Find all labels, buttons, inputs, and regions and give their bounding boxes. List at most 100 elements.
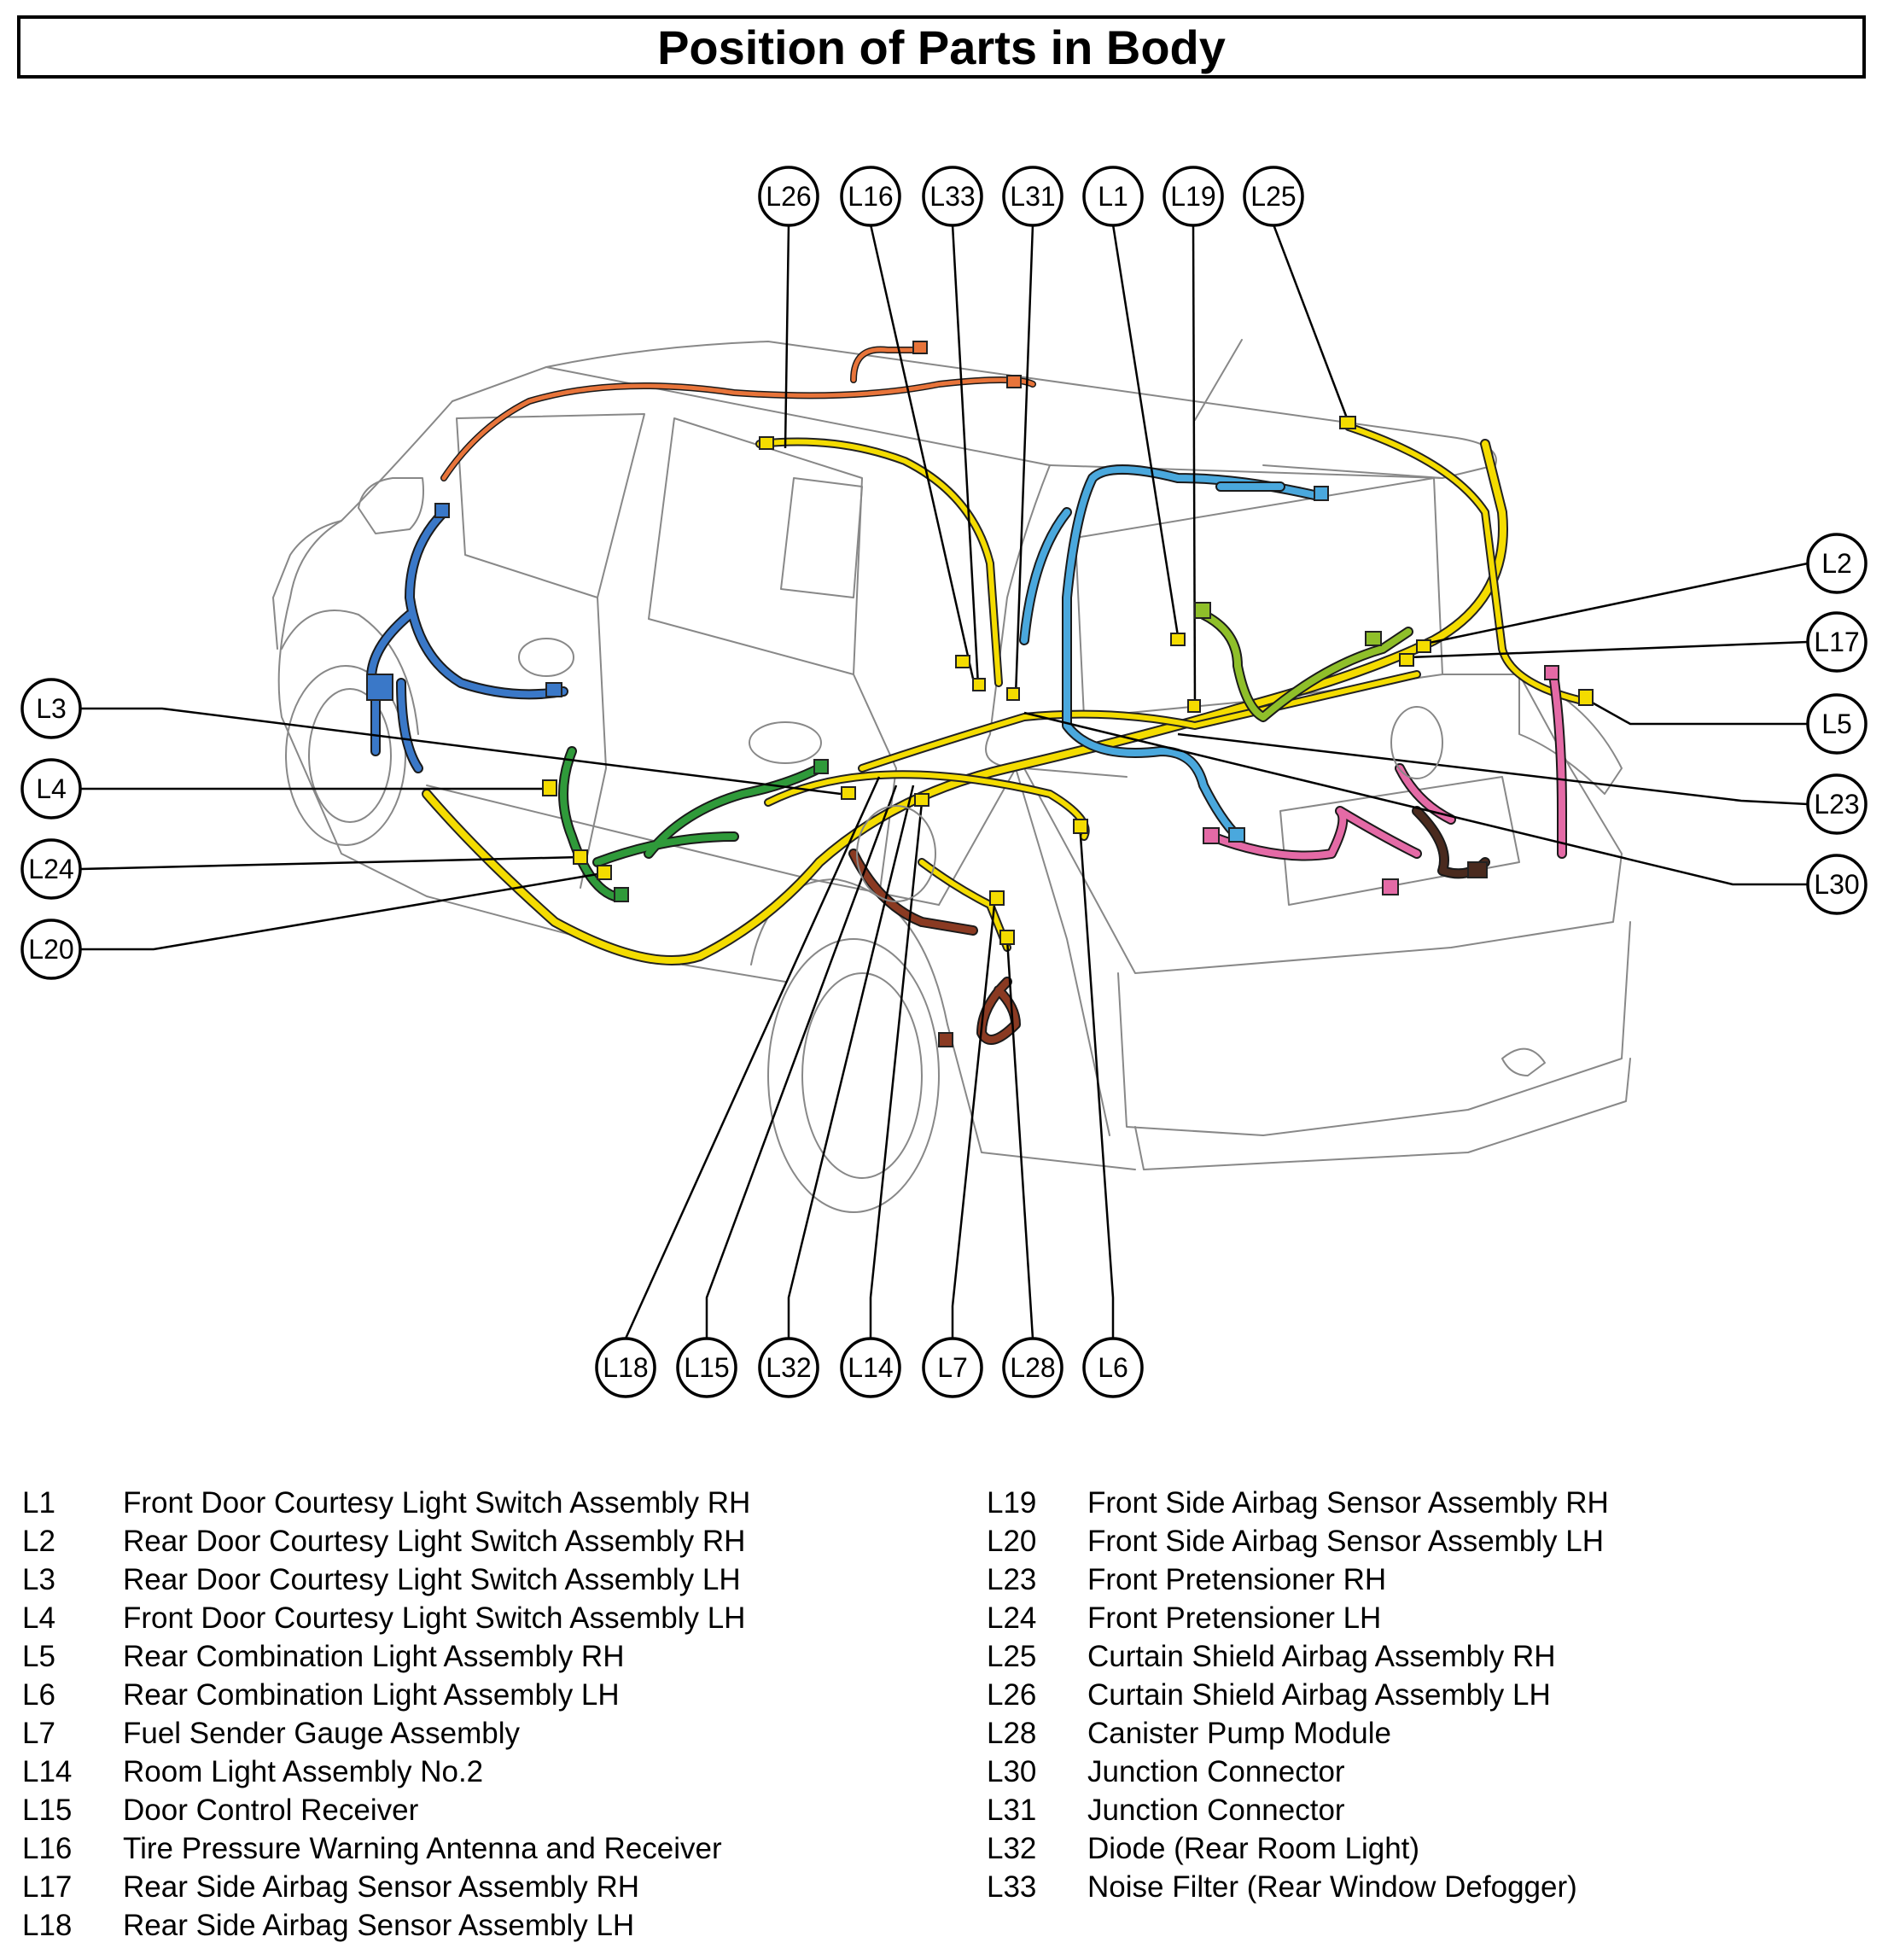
callout-circle	[1806, 773, 1868, 835]
legend-part-name: Rear Side Airbag Sensor Assembly RH	[123, 1870, 639, 1904]
connector-L28	[999, 930, 1015, 945]
legend-code: L17	[22, 1870, 73, 1904]
yellow-harness-floor	[766, 772, 1088, 950]
callout-circle	[1082, 1337, 1144, 1398]
callout-label: L24	[28, 854, 73, 884]
yellow-harness	[422, 423, 1583, 965]
yellow-harness-sill-core	[423, 440, 1506, 964]
door-handle-front	[518, 638, 574, 677]
connector-L7	[989, 890, 1005, 906]
legend-code: L19	[987, 1486, 1037, 1520]
legend-code: L30	[987, 1755, 1037, 1788]
callout-L1: L1	[1082, 166, 1144, 227]
callout-label: L15	[684, 1352, 729, 1383]
leader-L24	[79, 855, 581, 871]
callout-label: L28	[1010, 1352, 1055, 1383]
callout-L23: L23	[1806, 773, 1868, 835]
callout-label: L32	[766, 1352, 811, 1383]
leader-L7	[951, 904, 996, 1339]
callout-label: L7	[937, 1352, 968, 1383]
connector-light-blue-1	[1314, 486, 1329, 501]
legend-part-name: Canister Pump Module	[1087, 1717, 1391, 1750]
connector-L3	[841, 786, 856, 800]
legend-code: L18	[22, 1909, 73, 1942]
leader-L14	[869, 802, 924, 1339]
leader-L1	[1111, 224, 1180, 637]
legend-part-name: Rear Combination Light Assembly LH	[123, 1678, 620, 1712]
legend-part-name: Curtain Shield Airbag Assembly RH	[1087, 1640, 1556, 1673]
front-hood	[272, 520, 342, 650]
callout-circle	[1806, 854, 1868, 915]
callout-label: L31	[1010, 181, 1055, 212]
leader-L23	[1177, 732, 1809, 806]
connector-dark-brown-1	[1467, 861, 1488, 878]
legend-row: L28 Canister Pump Module	[987, 1714, 1609, 1753]
legend-code: L2	[22, 1525, 55, 1558]
rear-window-left	[648, 417, 863, 675]
callout-L15: L15	[676, 1337, 737, 1398]
callout-label: L6	[1098, 1352, 1128, 1383]
front-wheel-arch	[281, 610, 419, 735]
leader-L31	[1014, 224, 1034, 697]
legend-code: L20	[987, 1525, 1037, 1558]
callout-circle	[758, 1337, 819, 1398]
callout-circle	[1163, 166, 1224, 227]
connector-orange-2	[912, 341, 928, 354]
callout-circle	[840, 1337, 901, 1398]
legend-part-name: Rear Door Courtesy Light Switch Assembly…	[123, 1525, 746, 1558]
connector-L6	[1073, 819, 1088, 834]
callout-L30: L30	[1806, 854, 1868, 915]
callout-L31: L31	[1002, 166, 1063, 227]
callout-L17: L17	[1806, 611, 1868, 673]
leader-L32	[787, 785, 915, 1339]
light-blue-harness-outline	[1062, 464, 1320, 842]
connector-L16	[955, 655, 970, 668]
callout-circle	[922, 1337, 983, 1398]
leader-lines	[79, 224, 1809, 1339]
callout-label: L5	[1821, 709, 1852, 739]
callout-circle	[1806, 693, 1868, 755]
leader-L19	[1192, 224, 1197, 709]
legend-part-name: Diode (Rear Room Light)	[1087, 1832, 1420, 1865]
legend-row: L2 Rear Door Courtesy Light Switch Assemb…	[22, 1522, 750, 1560]
callout-label: L18	[603, 1352, 648, 1383]
connector-L26	[759, 436, 774, 450]
legend-code: L16	[22, 1832, 73, 1865]
callout-L2: L2	[1806, 533, 1868, 594]
connector-green-2	[614, 887, 629, 902]
front-wheel	[285, 665, 406, 846]
connector-pink-1	[1203, 827, 1220, 844]
leader-L18	[624, 776, 881, 1339]
legend-code: L28	[987, 1717, 1037, 1750]
connectors	[366, 341, 1594, 1047]
rear-light-detail-circle	[1390, 706, 1443, 779]
legend-part-name: Front Pretensioner RH	[1087, 1563, 1387, 1596]
legend-code: L1	[22, 1486, 55, 1520]
leader-L25	[1272, 224, 1350, 423]
orange-harness-core	[441, 377, 1035, 481]
connector-blue-3	[366, 674, 393, 701]
leader-L28	[1005, 938, 1034, 1339]
door-handle-rear	[749, 721, 822, 764]
pink-harness-core	[1209, 671, 1565, 860]
leader-L20	[80, 872, 598, 951]
rear-side-lower	[947, 1024, 1136, 1170]
yellow-harness-sill	[422, 439, 1508, 965]
connector-brown-1	[938, 1032, 953, 1047]
connector-L14	[914, 793, 929, 807]
connector-L24	[573, 849, 588, 865]
callout-L28: L28	[1002, 1337, 1063, 1398]
rear-door-seam	[853, 674, 897, 897]
